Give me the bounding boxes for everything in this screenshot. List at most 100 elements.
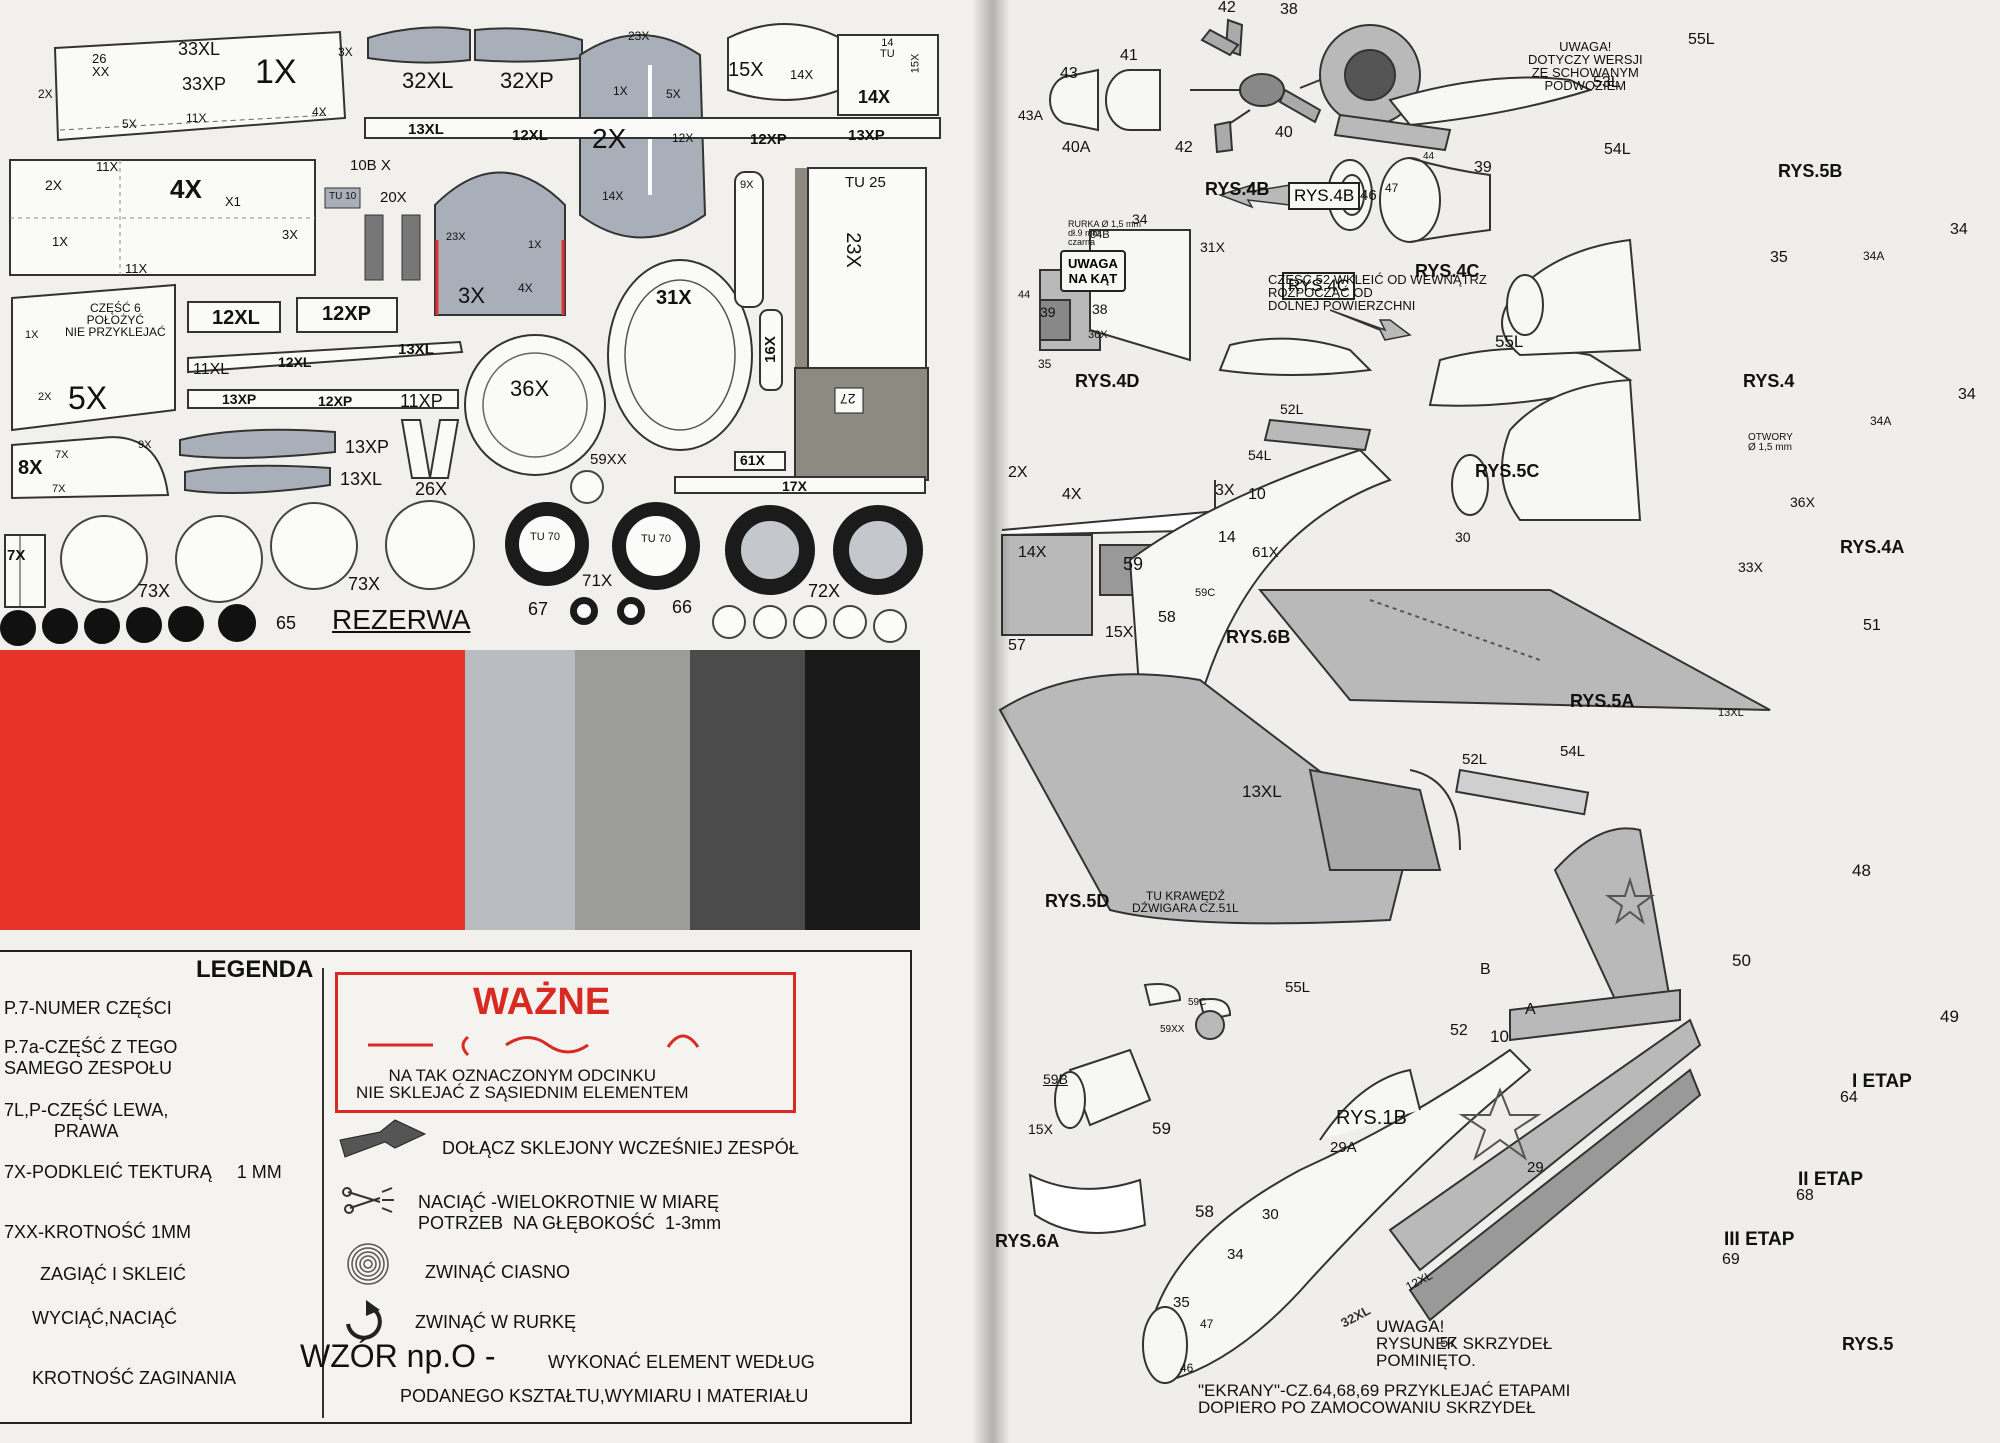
legend-item: ZAGIĄĆ I SKLEIĆ bbox=[40, 1264, 187, 1284]
disc-66-a bbox=[712, 605, 746, 639]
part-label: 13XP bbox=[345, 437, 390, 457]
part-number: 59B bbox=[1043, 1071, 1068, 1087]
black-disc-65 bbox=[218, 604, 256, 642]
part-number: 34A bbox=[1863, 249, 1885, 263]
black-disc-65 bbox=[84, 608, 120, 644]
note-tu-krawedz: TU KRAWĘDŹ DŹWIGARA CZ.51L bbox=[1132, 889, 1239, 915]
wazne-title: WAŻNE bbox=[473, 981, 611, 1023]
part-label: 65 bbox=[276, 613, 297, 633]
legend-panel: LEGENDA P.7-NUMER CZĘŚCI P.7a-CZĘŚĆ Z TE… bbox=[0, 950, 912, 1424]
part-label: 33XP bbox=[182, 74, 227, 94]
part-number: 13XL bbox=[1242, 782, 1282, 801]
part-number: 58 bbox=[1158, 609, 1176, 626]
disc-66-d bbox=[833, 605, 867, 639]
part-label: 11XL bbox=[193, 361, 230, 378]
figure-title-rys4: RYS.4 bbox=[1743, 371, 1795, 391]
part-label: 1X bbox=[25, 329, 39, 341]
part-label: 5X bbox=[122, 117, 137, 131]
part-number: 15X bbox=[1105, 624, 1134, 641]
part-label: 16X bbox=[761, 336, 779, 363]
part-label: 5X bbox=[666, 87, 681, 101]
part-number: 47 bbox=[1200, 1317, 1214, 1331]
part-number: 30 bbox=[1455, 529, 1471, 545]
part-label: 13XP bbox=[222, 391, 257, 407]
wazne-text: NA TAK OZNACZONYM ODCINKU NIE SKLEJAĆ Z … bbox=[356, 1066, 689, 1102]
part-number: 10 bbox=[1490, 1027, 1509, 1046]
legend-item: 7X-PODKLEIĆ TEKTURĄ 1 MM bbox=[4, 1162, 282, 1182]
part-label: 4X bbox=[518, 281, 533, 295]
color-swatch-light-gray bbox=[465, 650, 575, 930]
assembly-drawings bbox=[998, 18, 1771, 1384]
part-number: 59 bbox=[1152, 1119, 1171, 1138]
part-number: 3X bbox=[1215, 482, 1235, 499]
part-label: 59XX bbox=[590, 451, 627, 468]
legend-symbol-text: NACIĄĆ -WIELOKROTNIE W MIARĘ POTRZEB NA … bbox=[418, 1192, 722, 1233]
part-number: 49 bbox=[1940, 1007, 1959, 1026]
right-page-assembly-instructions: RYS.4B RYS.4C RYS.4B RYS.4C RYS.4D RYS.4… bbox=[990, 0, 2000, 1443]
part-number: 42 bbox=[1175, 139, 1193, 156]
part-number: 34A bbox=[1870, 414, 1892, 428]
disc-66-c bbox=[793, 605, 827, 639]
part-label: 17X bbox=[782, 478, 807, 494]
part-number: 34 bbox=[1132, 211, 1148, 227]
part-label: 14X bbox=[790, 67, 814, 82]
part-label: 11X bbox=[96, 159, 119, 174]
part-number: 57 bbox=[1008, 637, 1026, 654]
part-number: 46 bbox=[1180, 1361, 1194, 1375]
part-number: 43A bbox=[1018, 107, 1043, 123]
part-6-note: CZĘŚĆ 6 POŁOŻYĆ NIE PRZYKLEJAĆ bbox=[65, 301, 166, 339]
part-number: 50 bbox=[1732, 951, 1751, 970]
part-number: 55L bbox=[1495, 332, 1524, 351]
tire-tu70-a bbox=[505, 502, 589, 586]
part-label: 2X bbox=[45, 177, 63, 193]
part-label: 12X bbox=[672, 131, 694, 145]
legend-symbol-text: DOŁĄCZ SKLEJONY WCZEŚNIEJ ZESPÓŁ bbox=[442, 1138, 799, 1158]
part-number: 59 bbox=[1123, 554, 1144, 574]
part-label: 23X bbox=[628, 29, 650, 43]
part-label: 3X bbox=[458, 283, 485, 308]
part-number: 59XX bbox=[1160, 1024, 1185, 1035]
black-disc-65 bbox=[42, 608, 78, 644]
book-gutter bbox=[972, 0, 1010, 1443]
part-label: 71X bbox=[582, 571, 613, 590]
part-number: 34 bbox=[1950, 221, 1968, 238]
part-label: 13XL bbox=[398, 341, 434, 358]
part-number: 55L bbox=[1285, 979, 1311, 996]
figure-title-rys5a: RYS.5A bbox=[1570, 691, 1635, 711]
parts-outlines bbox=[4, 23, 941, 608]
part-label: 33XL bbox=[178, 39, 221, 59]
part-number: 14 bbox=[1218, 529, 1236, 546]
legend-item: 7L,P-CZĘŚĆ LEWA, PRAWA bbox=[4, 1100, 169, 1141]
part-number: 52 bbox=[1450, 1022, 1468, 1039]
part-label: 13XP bbox=[848, 127, 885, 144]
part-label: 7X bbox=[55, 449, 69, 461]
part-label: 26 XX bbox=[92, 51, 110, 79]
disc-67 bbox=[570, 597, 598, 625]
part-label: 9X bbox=[138, 439, 152, 451]
part-number: 40A bbox=[1062, 139, 1091, 156]
part-number: 34 bbox=[1958, 386, 1976, 403]
figure-title-rys6a: RYS.6A bbox=[995, 1231, 1060, 1251]
figure-title-rys5: RYS.5 bbox=[1842, 1334, 1894, 1354]
part-label: 1X bbox=[613, 84, 628, 98]
part-number: 34 bbox=[1227, 1246, 1244, 1263]
part-label: 2X bbox=[38, 391, 52, 403]
legend-symbol-text: ZWINĄĆ W RURKĘ bbox=[415, 1312, 576, 1332]
left-page-parts-sheet: 1X 33XL 33XP 26 XX 3X 2X 4X 5X 11X 32XL … bbox=[0, 0, 990, 1443]
part-label: 7X bbox=[52, 483, 66, 495]
part-number: 34B bbox=[1090, 229, 1110, 241]
part-label: 1X bbox=[528, 239, 542, 251]
tire-72x-a bbox=[725, 505, 815, 595]
part-number: 29 bbox=[1527, 1159, 1544, 1176]
part-number: 30 bbox=[1262, 1206, 1279, 1223]
figure-title-rys6b: RYS.6B bbox=[1226, 627, 1291, 647]
part-number: 36X bbox=[1088, 329, 1108, 341]
wzor-text: WYKONAĆ ELEMENT WEDŁUG bbox=[548, 1352, 815, 1372]
part-label: 31X bbox=[656, 287, 692, 309]
legend-item: 7XX-KROTNOŚĆ 1MM bbox=[4, 1222, 192, 1242]
part-label: 73X bbox=[138, 581, 171, 601]
part-number: 39 bbox=[1040, 304, 1056, 320]
part-number: 68 bbox=[1796, 1187, 1814, 1204]
part-number: 64 bbox=[1840, 1089, 1858, 1106]
part-number: 14X bbox=[1018, 544, 1047, 561]
